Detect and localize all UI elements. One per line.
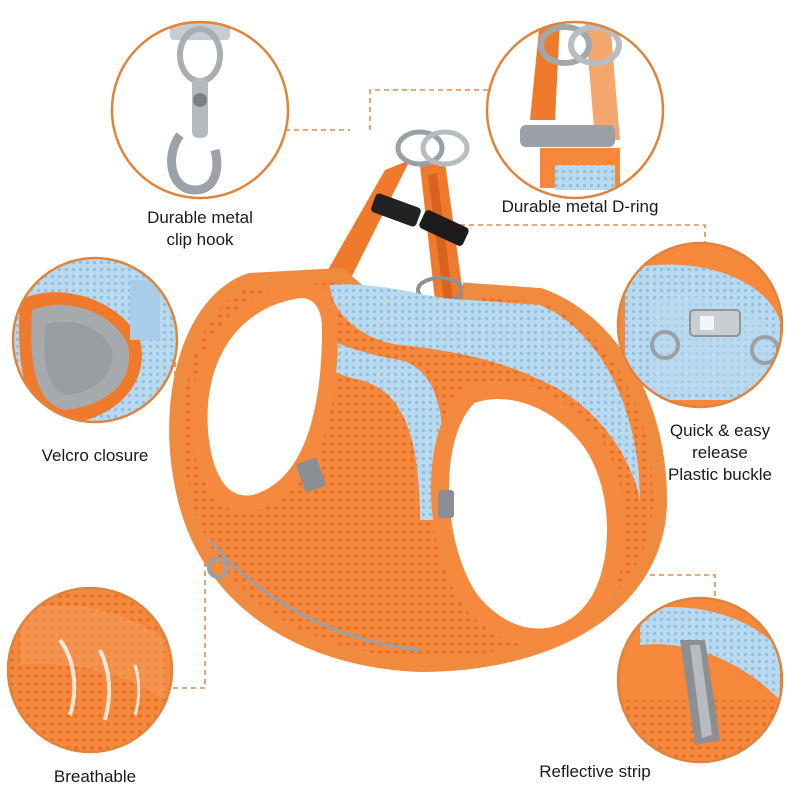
buckle-icon: [616, 241, 784, 409]
reflective-label: Reflective strip: [495, 761, 695, 783]
breathable-label-line-1: Breathable: [53, 767, 137, 786]
d-ring-label-line-1: Durable metal D-ring: [501, 197, 659, 216]
buckle-label-line-3: Plastic buckle: [668, 465, 772, 484]
breathable-label: Breathable: [20, 766, 170, 788]
d-ring-icon: [485, 20, 665, 200]
velcro-icon: [11, 256, 179, 424]
clip-hook-label-line-2: clip hook: [166, 230, 234, 249]
velcro-label-line-1: Velcro closure: [41, 446, 149, 465]
d-ring-label: Durable metal D-ring: [470, 196, 690, 218]
velcro-label: Velcro closure: [10, 445, 180, 467]
reflective-label-line-1: Reflective strip: [539, 762, 651, 781]
clip-hook-label-line-1: Durable metal: [147, 208, 253, 227]
clip-hook-icon: [110, 20, 290, 200]
mesh-icon: [6, 586, 174, 754]
main-harness-image: [169, 129, 668, 673]
buckle-label: Quick & easy release Plastic buckle: [645, 420, 795, 486]
reflective-strip-icon: [616, 596, 784, 764]
buckle-label-line-2: release: [692, 443, 748, 462]
clip-hook-label: Durable metal clip hook: [105, 207, 295, 251]
buckle-label-line-1: Quick & easy: [669, 421, 771, 440]
